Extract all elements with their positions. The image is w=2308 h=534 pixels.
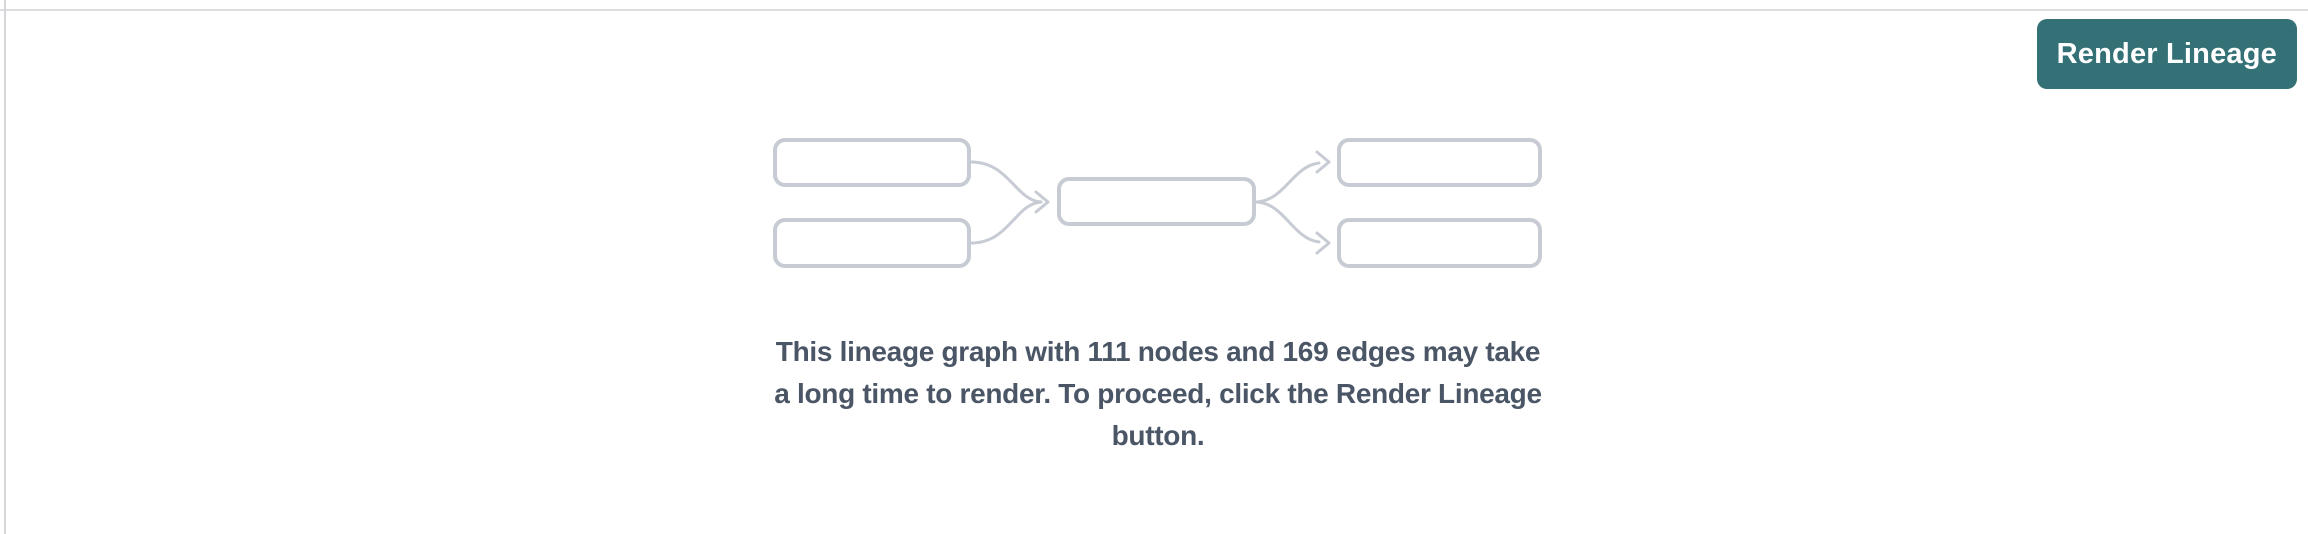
preview-arrowhead-middle <box>1034 190 1050 214</box>
preview-edge-bottom-left <box>969 200 1043 245</box>
message-line-1: This lineage graph with 111 nodes and 16… <box>775 336 1541 367</box>
preview-node-target-bottom <box>1337 218 1542 268</box>
lineage-warning-message: This lineage graph with 111 nodes and 16… <box>708 331 1608 457</box>
message-line-2: a long time to render. To proceed, click… <box>774 378 1542 409</box>
panel-left-border <box>4 0 6 534</box>
preview-node-target-top <box>1337 138 1542 187</box>
lineage-empty-state: This lineage graph with 111 nodes and 16… <box>708 138 1608 457</box>
preview-edge-top-right <box>1255 161 1321 204</box>
preview-node-source-top <box>773 138 971 187</box>
message-line-3: button. <box>1111 420 1205 451</box>
preview-edge-bottom-right <box>1255 200 1321 244</box>
preview-node-source-bottom <box>773 218 971 268</box>
preview-edge-top-left <box>969 160 1043 204</box>
render-lineage-button-label: Render Lineage <box>2056 37 2277 70</box>
preview-node-middle <box>1057 177 1256 226</box>
lineage-preview-illustration <box>773 138 1542 268</box>
preview-arrowhead-bottom-right <box>1315 231 1331 255</box>
preview-arrowhead-top-right <box>1315 150 1331 174</box>
panel-top-border <box>0 9 2308 11</box>
render-lineage-button[interactable]: Render Lineage <box>2036 19 2297 89</box>
